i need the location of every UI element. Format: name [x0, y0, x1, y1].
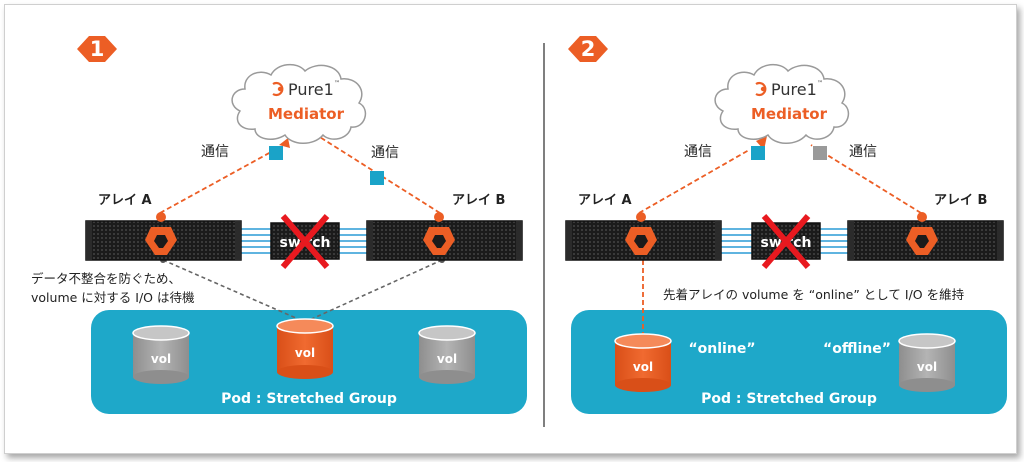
mediator-cloud: Pure1 ™ Mediator: [714, 63, 850, 144]
vol-label: vol: [633, 360, 653, 374]
cylinder-orange-icon: vol: [276, 318, 334, 379]
link-b-mediator: [810, 144, 922, 214]
pure1-logo-icon: [755, 81, 767, 97]
vol-label: vol: [151, 352, 171, 366]
comm-label-left: 通信: [684, 144, 712, 160]
step-number: 1: [90, 37, 105, 61]
step-badge-2: 2: [568, 36, 608, 62]
cylinder-gray-icon: vol: [132, 325, 190, 384]
step-number: 2: [581, 37, 596, 61]
comm-label-right: 通信: [849, 144, 877, 160]
trademark: ™: [334, 80, 340, 87]
note-line-1: 先着アレイの volume を “online” として I/O を維持: [663, 287, 964, 302]
pod-label: Pod : Stretched Group: [701, 391, 877, 407]
comm-square-right: [813, 146, 827, 160]
pod-group: [571, 310, 1007, 414]
array-b-label: アレイ B: [452, 193, 505, 208]
red-cross-icon: [761, 214, 811, 269]
link-a-vol: [162, 259, 306, 323]
brand-name: Pure1: [771, 80, 817, 99]
note-line-1: データ不整合を防ぐため、: [31, 271, 181, 286]
vol-label: vol: [437, 352, 457, 366]
vol-label: vol: [295, 346, 315, 360]
link-a-mediator: [159, 151, 272, 214]
pure1-logo-icon: [272, 81, 284, 97]
mediator-title: Mediator: [751, 105, 828, 123]
array-a-label: アレイ A: [578, 193, 632, 208]
array-b-label: アレイ B: [934, 193, 987, 208]
pod-label: Pod : Stretched Group: [221, 391, 397, 407]
panel-1: 1 Pure1 ™ Mediator 通信 通信: [31, 36, 527, 414]
cylinder-gray-icon: vol: [898, 333, 956, 392]
comm-label-right: 通信: [371, 145, 399, 161]
comm-square-right: [370, 171, 384, 185]
note-line-2: volume に対する I/O は待機: [31, 290, 195, 305]
diagram-frame: 1 Pure1 ™ Mediator 通信 通信: [4, 4, 1017, 454]
pure-logo-icon: [423, 212, 455, 255]
status-online: “online”: [688, 341, 755, 357]
pure-logo-icon: [145, 212, 177, 255]
status-offline: “offline”: [823, 341, 891, 357]
red-cross-icon: [280, 214, 330, 269]
comm-square-left: [751, 146, 765, 160]
cylinder-gray-icon: vol: [418, 325, 476, 384]
comm-square-left: [269, 146, 283, 160]
array-a-label: アレイ A: [98, 193, 152, 208]
vol-label: vol: [917, 360, 937, 374]
comm-label-left: 通信: [201, 144, 229, 160]
mediator-title: Mediator: [268, 105, 345, 123]
mediator-cloud: Pure1 ™ Mediator: [231, 63, 367, 144]
pure-logo-icon: [906, 212, 938, 255]
cylinder-orange-icon: vol: [614, 333, 672, 392]
link-a-mediator: [638, 149, 750, 214]
step-badge-1: 1: [77, 36, 117, 62]
brand-name: Pure1: [288, 80, 334, 99]
arrow-head: [279, 138, 290, 148]
diagram-canvas: 1 Pure1 ™ Mediator 通信 通信: [31, 36, 1007, 427]
panel-2: 2 Pure1 ™ Mediator 通信 通信 アレイ A アレイ B: [565, 36, 1007, 414]
trademark: ™: [817, 80, 823, 87]
pure-logo-icon: [625, 212, 657, 255]
